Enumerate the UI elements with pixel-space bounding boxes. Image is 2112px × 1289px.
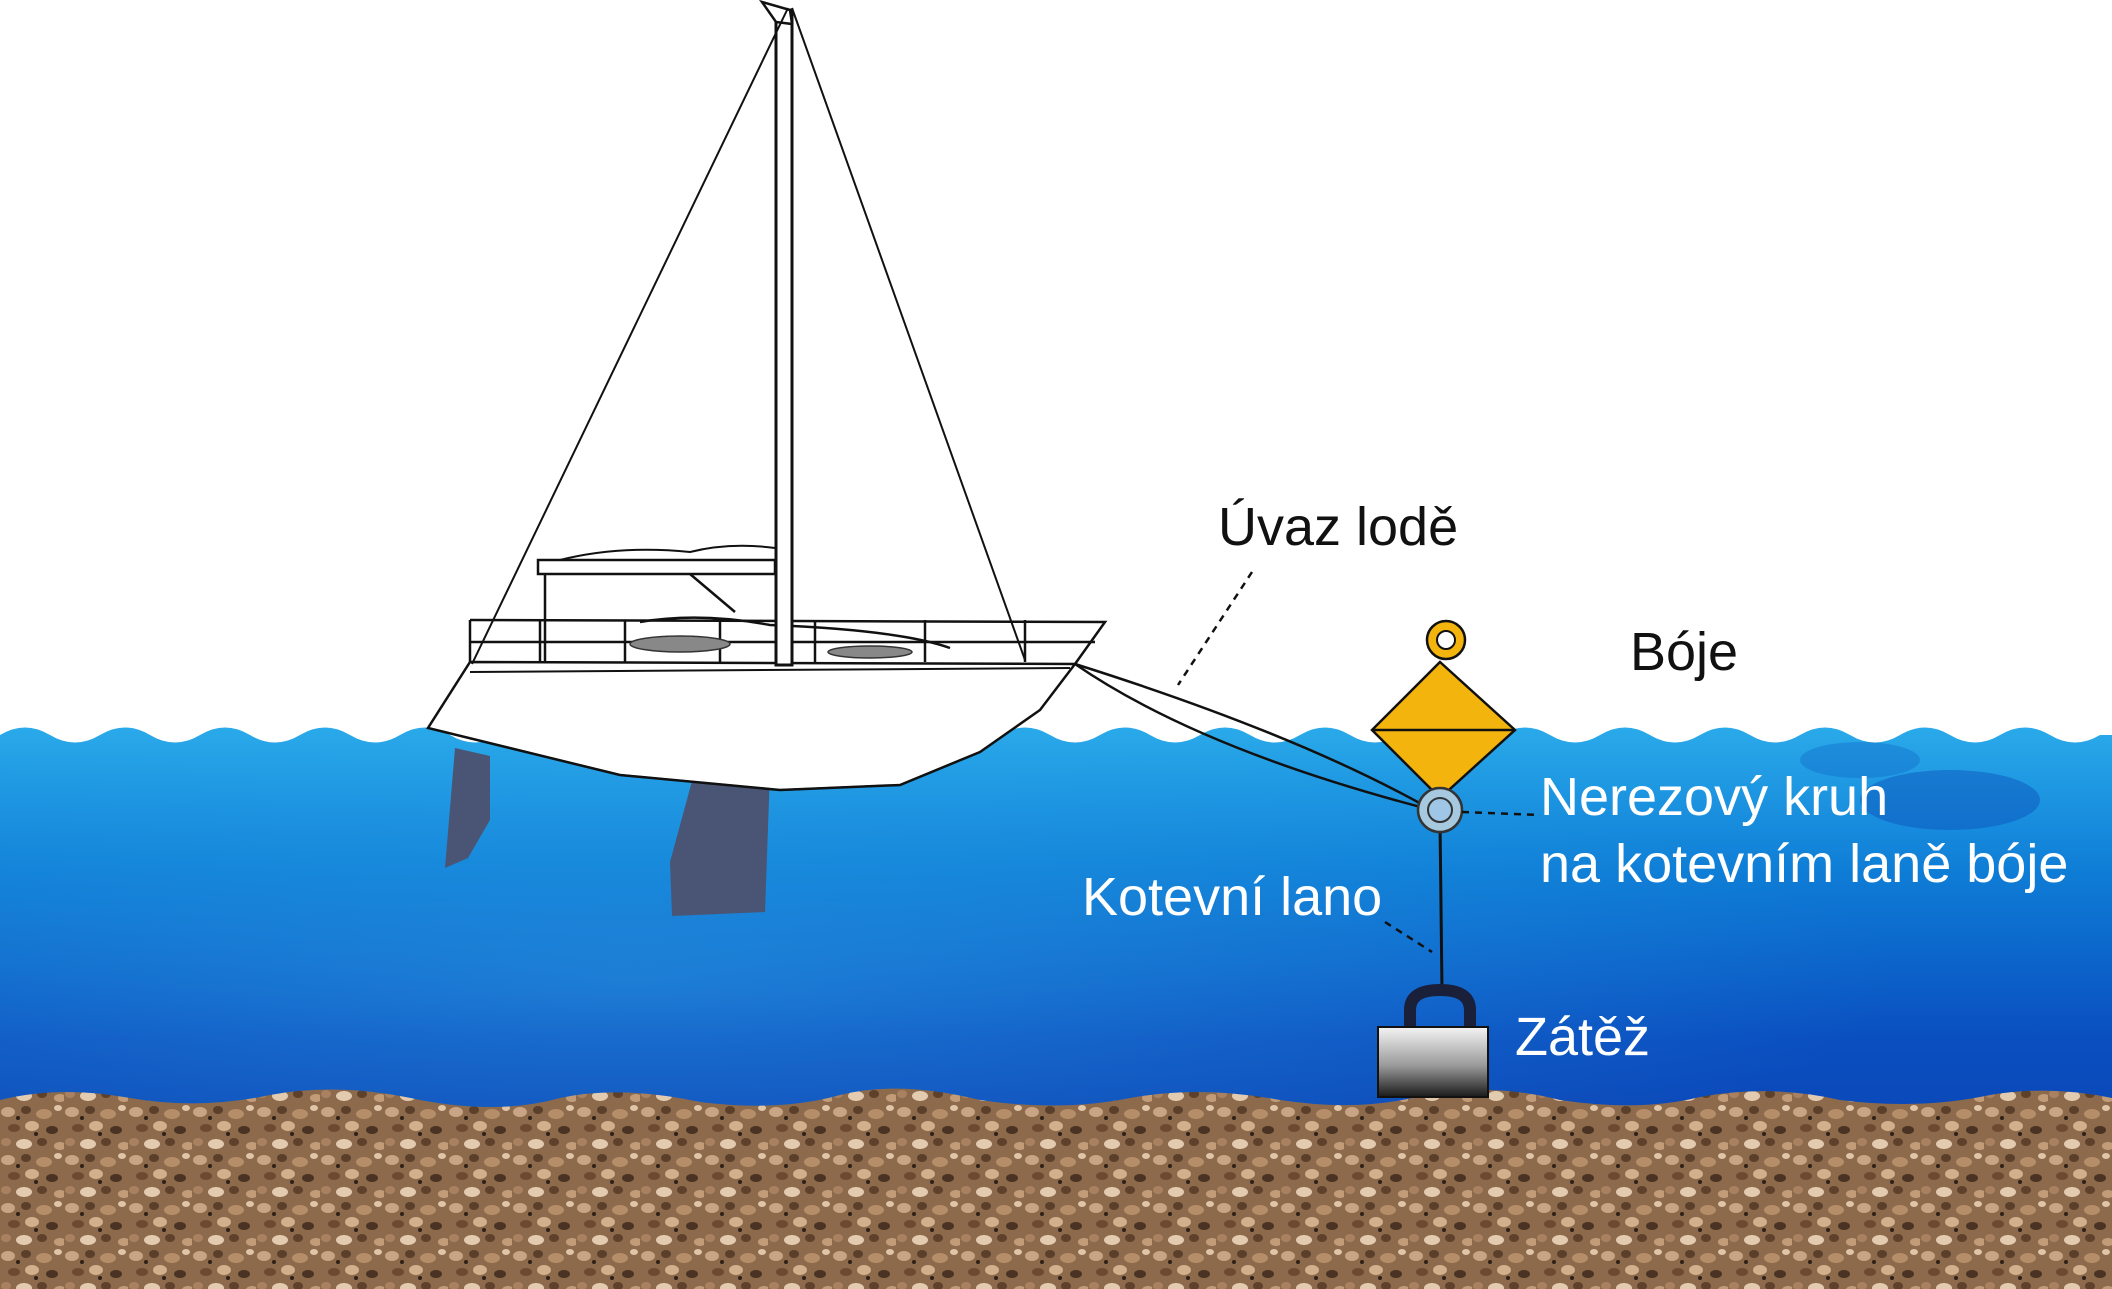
mooring-line [1074, 662, 1433, 812]
ring-label-line2: na kotevním laně bóje [1540, 834, 2068, 894]
mooring-line-label: Úvaz lodě [1218, 497, 1458, 557]
seabed [0, 1088, 2112, 1289]
weight-label: Zátěž [1515, 1007, 1650, 1067]
sailboat-icon [426, 0, 1108, 916]
ring-label-line1: Nerezový kruh [1540, 767, 1888, 827]
leader-lines [1176, 571, 1541, 954]
weight-icon [1377, 983, 1489, 1098]
anchor-rope-label: Kotevní lano [1082, 867, 1382, 927]
anchor-rope [1438, 821, 1444, 991]
ring-icon [1416, 786, 1464, 834]
water [0, 727, 2112, 1140]
buoy-label: Bóje [1630, 622, 1738, 682]
